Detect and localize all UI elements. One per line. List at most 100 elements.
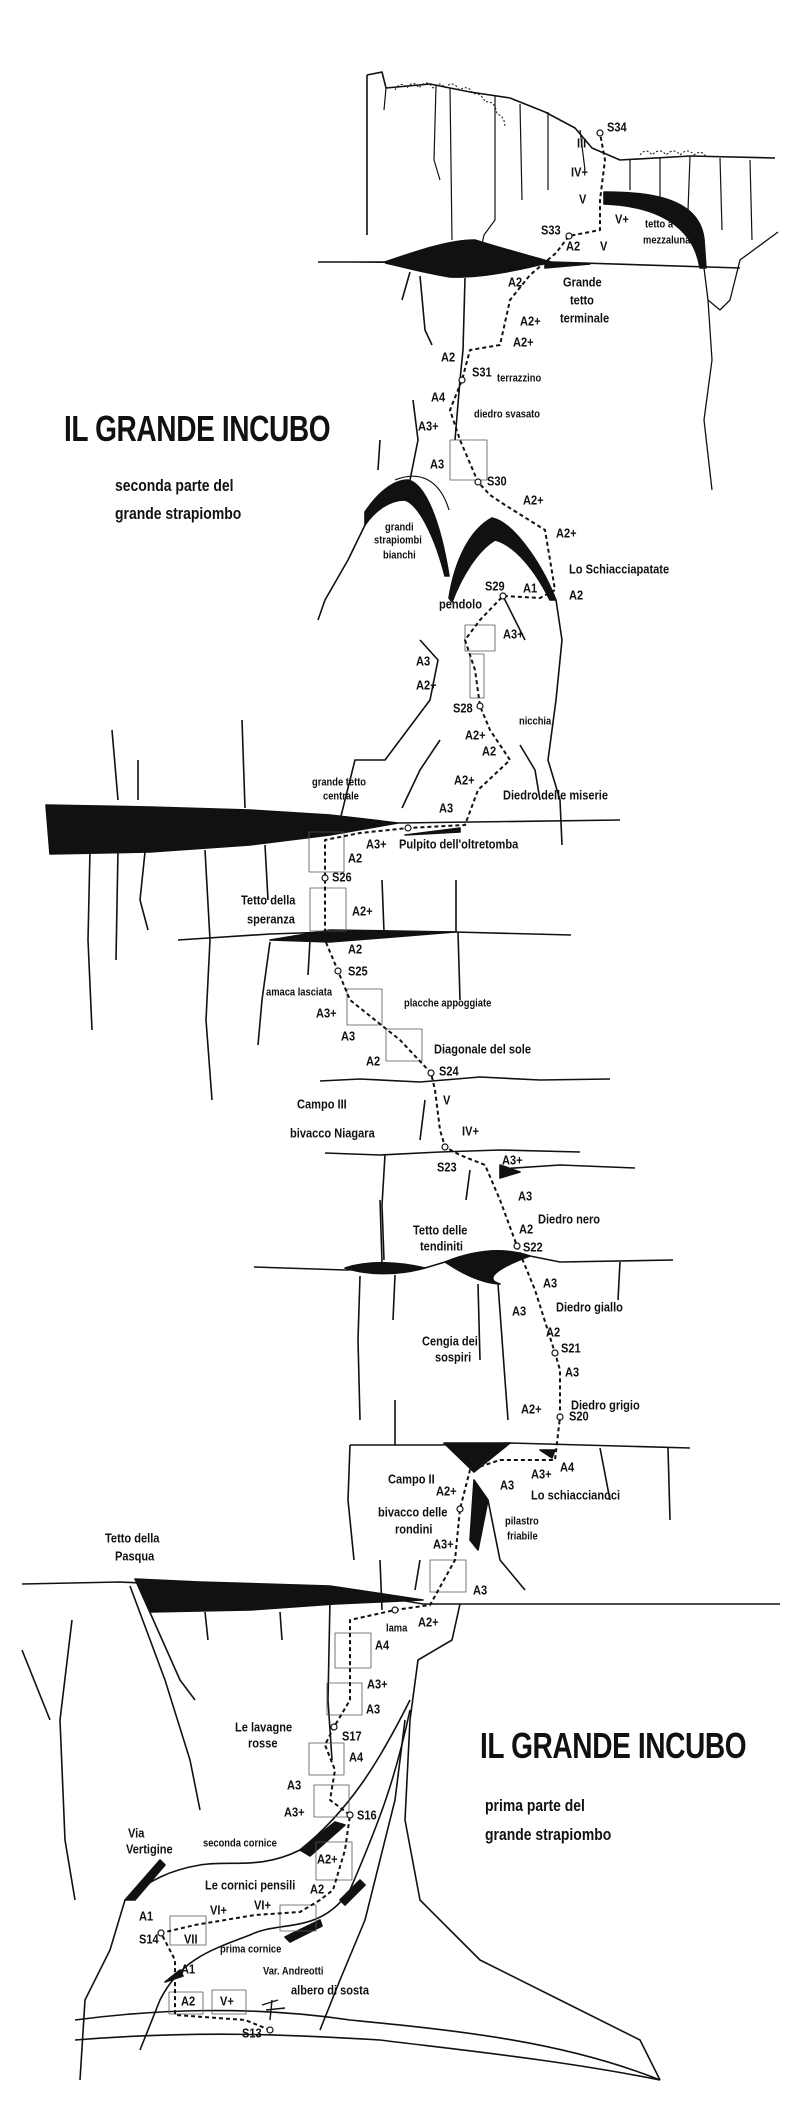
topo-label: A3 — [366, 1701, 381, 1717]
topo-label: bivacco delle — [378, 1504, 448, 1520]
belay-station-marker — [441, 1143, 449, 1151]
topo-label: S33 — [541, 222, 561, 238]
topo-label: Diagonale del sole — [434, 1041, 532, 1057]
roof-tetto-delle-tendiniti — [253, 1199, 674, 1421]
topo-label: Vertigine — [126, 1841, 173, 1857]
roof-grande-tetto-terminale — [318, 239, 741, 441]
topo-label: placche appoggiate — [404, 997, 492, 1010]
topo-label: grandi — [385, 521, 414, 534]
belay-station-marker — [346, 1811, 354, 1819]
topo-label: Grande — [563, 274, 602, 290]
belay-station-marker — [499, 592, 507, 600]
topo-label: Diedro delle miserie — [503, 787, 609, 803]
topo-label: grande tetto — [312, 776, 367, 789]
topo-label: A2+ — [556, 525, 577, 541]
topo-label: VI+ — [210, 1902, 227, 1918]
topo-label: S14 — [139, 1931, 159, 1947]
belay-station-marker — [266, 2026, 274, 2034]
topo-label: strapiombi — [374, 534, 422, 547]
roof-campo-ii — [347, 1400, 691, 1591]
section-subtitle-bottom-line1: prima parte del — [485, 1796, 585, 1815]
topo-label: S25 — [348, 963, 368, 979]
topo-label: A1 — [523, 580, 538, 596]
route-title-top: IL GRANDE INCUBO — [64, 408, 331, 449]
topo-label: A2+ — [520, 313, 541, 329]
topo-label: Var. Andreotti — [263, 1965, 324, 1978]
topo-label: A2 — [508, 274, 523, 290]
topo-label: speranza — [247, 911, 295, 927]
topo-label: A2 — [546, 1324, 561, 1340]
topo-label: A3+ — [502, 1152, 523, 1168]
topo-label: Diedro grigio — [571, 1397, 640, 1413]
topo-label: A2+ — [521, 1401, 542, 1417]
topo-label: diedro svasato — [474, 408, 540, 421]
ledge-lines-middle — [319, 1076, 636, 1261]
belay-station-marker — [476, 702, 484, 710]
topo-label: albero di sosta — [291, 1982, 369, 1998]
topo-label: Le cornici pensili — [205, 1877, 296, 1893]
topo-label: S28 — [453, 700, 473, 716]
topo-label: A3+ — [503, 626, 524, 642]
topo-label: A4 — [349, 1749, 364, 1765]
roof-tetto-a-mezzaluna — [603, 191, 779, 491]
topo-label: mezzaluna — [643, 234, 691, 247]
topo-label: A4 — [560, 1459, 575, 1475]
topo-label: S16 — [357, 1807, 377, 1823]
topo-label: A3 — [416, 653, 431, 669]
belay-station-marker — [157, 1929, 165, 1937]
topo-label: lama — [386, 1622, 408, 1635]
topo-label: A2 — [348, 850, 363, 866]
topo-label: A2+ — [454, 772, 475, 788]
belay-station-marker — [551, 1349, 559, 1357]
topo-label: Pulpito dell'oltretomba — [399, 836, 519, 852]
topo-label: A2 — [569, 587, 584, 603]
topo-label: A4 — [431, 389, 446, 405]
topo-label: VI+ — [254, 1897, 271, 1913]
topo-label: A3+ — [531, 1466, 552, 1482]
roof-tetto-della-speranza — [177, 879, 572, 1046]
topo-label: A3 — [565, 1364, 580, 1380]
topo-label: Tetto delle — [413, 1222, 468, 1238]
topo-label: A3 — [430, 456, 445, 472]
topo-label: A2+ — [465, 727, 486, 743]
topo-label: Lo schiaccianoci — [531, 1487, 621, 1503]
topo-label: A3 — [543, 1275, 558, 1291]
topo-label: IV+ — [571, 164, 588, 180]
topo-label: A2+ — [352, 903, 373, 919]
topo-label: A2+ — [436, 1483, 457, 1499]
topo-label: S17 — [342, 1728, 362, 1744]
route-line — [160, 132, 606, 2031]
topo-label: S20 — [569, 1408, 589, 1424]
topo-label: S22 — [523, 1239, 543, 1255]
topo-label: A2 — [181, 1993, 196, 2009]
topo-label: rondini — [395, 1521, 433, 1537]
topo-label: A3+ — [284, 1804, 305, 1820]
topo-label: V+ — [615, 211, 629, 227]
topo-label: Via — [128, 1825, 145, 1841]
belay-station-marker — [596, 129, 604, 137]
topo-label: terminale — [560, 310, 610, 326]
topo-label: A2+ — [317, 1851, 338, 1867]
topo-label: A2+ — [418, 1614, 439, 1630]
belay-station-marker — [391, 1606, 399, 1614]
topo-label: Pasqua — [115, 1548, 155, 1564]
topo-label: seconda cornice — [203, 1837, 277, 1850]
topo-label: Diedro giallo — [556, 1299, 623, 1315]
topo-label: A3 — [518, 1188, 533, 1204]
topo-label: A3 — [439, 800, 454, 816]
topo-label: amaca lasciata — [266, 986, 333, 999]
topo-label: Cengia dei — [422, 1333, 478, 1349]
section-subtitle-top-line2: grande strapiombo — [115, 504, 242, 523]
belay-stations — [157, 129, 604, 2034]
topo-label: pendolo — [439, 596, 482, 612]
topo-label: friabile — [507, 1530, 538, 1543]
topo-label: A1 — [139, 1908, 154, 1924]
topo-label: A3+ — [367, 1676, 388, 1692]
topo-label: A3 — [500, 1477, 515, 1493]
topo-label: rosse — [248, 1735, 278, 1751]
topo-label: centrale — [323, 790, 359, 803]
belay-station-marker — [330, 1723, 338, 1731]
topo-label: S29 — [485, 578, 505, 594]
belay-station-marker — [404, 824, 412, 832]
topo-label: A2 — [366, 1053, 381, 1069]
